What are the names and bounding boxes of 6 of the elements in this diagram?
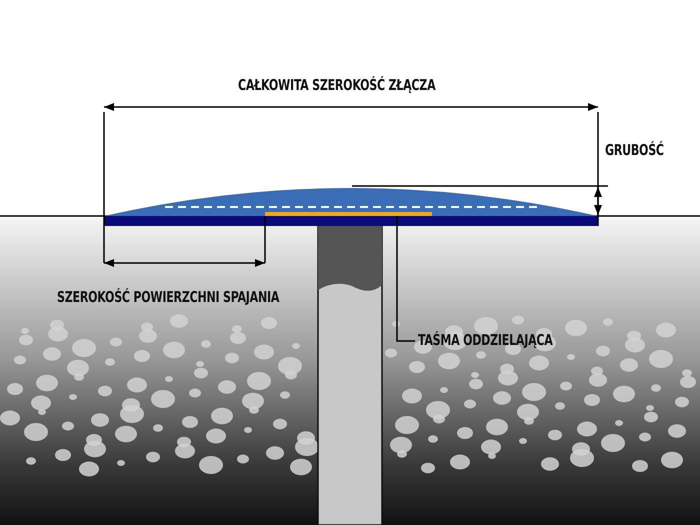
callout-label: TAŚMA ODDZIELAJĄCA xyxy=(418,331,553,349)
leader-line xyxy=(396,216,415,342)
separating-tape xyxy=(265,212,432,216)
dimension-label: CAŁKOWITA SZEROKOŚĆ ZŁĄCZA xyxy=(238,76,436,94)
dimension-label: GRUBOŚĆ xyxy=(605,141,664,159)
dimension-label: SZEROKOŚĆ POWIERZCHNI SPAJANIA xyxy=(57,288,280,306)
